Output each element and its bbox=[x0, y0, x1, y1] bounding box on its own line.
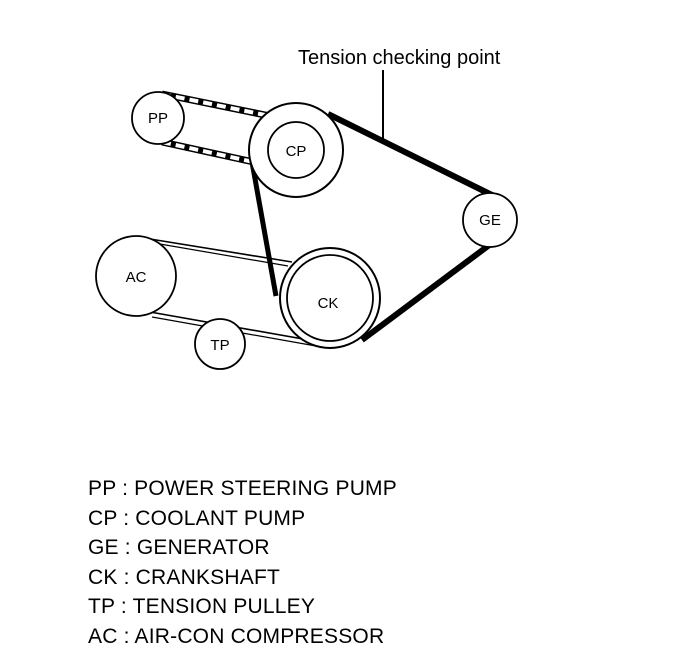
air-con-compressor-pulley bbox=[95, 235, 177, 317]
generator-pulley bbox=[462, 192, 518, 248]
legend-item-ck: CK : CRANKSHAFT bbox=[88, 565, 281, 589]
power-steering-belt bbox=[161, 90, 271, 167]
crankshaft-pulley-inner bbox=[286, 254, 374, 342]
main-drive-belt bbox=[249, 111, 500, 343]
legend-item-pp: PP : POWER STEERING PUMP bbox=[88, 477, 397, 500]
legend-item-tp: TP : TENSION PULLEY bbox=[88, 595, 316, 618]
legend-item-ge: GE : GENERATOR bbox=[88, 536, 270, 559]
power-steering-pump-pulley bbox=[131, 91, 185, 145]
belt-routing-diagram: Tension checking point PP CP GE AC CK TP bbox=[95, 47, 518, 370]
ck-label: CK bbox=[318, 295, 339, 312]
ac-label: AC bbox=[126, 269, 147, 286]
ge-label: GE bbox=[479, 212, 501, 229]
tension-checking-point-label: Tension checking point bbox=[298, 47, 501, 69]
legend-item-cp: CP : COOLANT PUMP bbox=[88, 506, 306, 530]
tension-pulley bbox=[194, 318, 246, 370]
pulley-legend: PP : POWER STEERING PUMP CP : COOLANT PU… bbox=[88, 474, 397, 651]
pp-label: PP bbox=[148, 110, 168, 127]
coolant-pump-pulley-inner bbox=[267, 121, 325, 179]
cp-label: CP bbox=[286, 143, 307, 160]
tp-label: TP bbox=[210, 337, 229, 354]
legend-item-ac: AC : AIR-CON COMPRESSOR bbox=[88, 624, 385, 648]
